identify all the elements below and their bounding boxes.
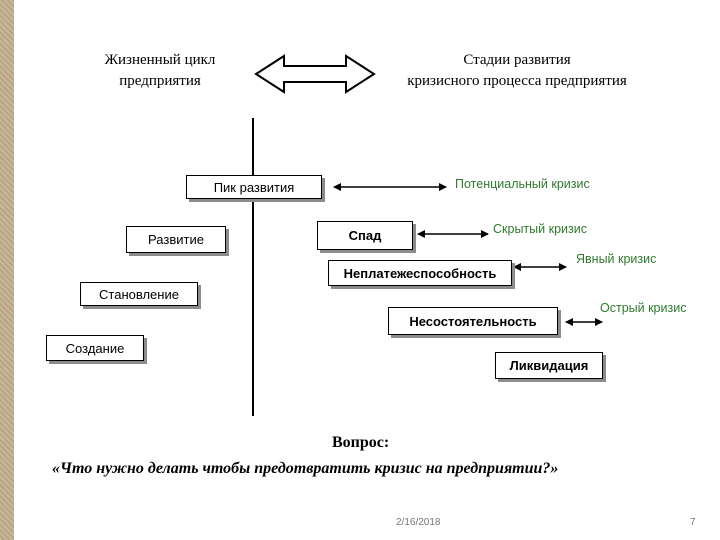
lifecycle-formation-box: Становление	[80, 282, 198, 306]
crisis-explicit-label: Явный кризис	[576, 252, 657, 266]
decorative-sidebar	[0, 0, 14, 540]
crisis-potential-label: Потенциальный кризис	[455, 177, 590, 191]
crisis-acute-label: Острый кризис	[600, 301, 687, 315]
question-heading: Вопрос:	[332, 434, 390, 451]
lifecycle-development-box: Развитие	[126, 226, 226, 253]
footer-date: 2/16/2018	[396, 517, 441, 528]
stage-bankruptcy-box: Несостоятельность	[388, 307, 558, 335]
lifecycle-title-line1: Жизненный цикл	[104, 52, 216, 68]
stage-liquidation-box: Ликвидация	[495, 352, 603, 379]
crisis-hidden-label: Скрытый кризис	[493, 222, 587, 236]
crisis-stages-title-line1: Стадии развития	[463, 52, 571, 68]
lifecycle-creation-box: Создание	[46, 335, 144, 361]
footer-page-number: 7	[690, 517, 696, 528]
left-panel	[14, 0, 80, 540]
lifecycle-title-line2: предприятия	[119, 73, 201, 89]
lifecycle-title: Жизненный цикл предприятия	[60, 50, 260, 92]
stage-insolvency-box: Неплатежеспособность	[328, 260, 512, 286]
lifecycle-peak-box: Пик развития	[186, 175, 322, 199]
crisis-stages-title: Стадии развития кризисного процесса пред…	[362, 50, 672, 92]
stage-decline-box: Спад	[317, 221, 413, 250]
crisis-stages-title-line2: кризисного процесса предприятия	[407, 73, 627, 89]
axis-divider-line	[252, 118, 254, 416]
question-text: «Что нужно делать чтобы предотвратить кр…	[52, 460, 559, 477]
